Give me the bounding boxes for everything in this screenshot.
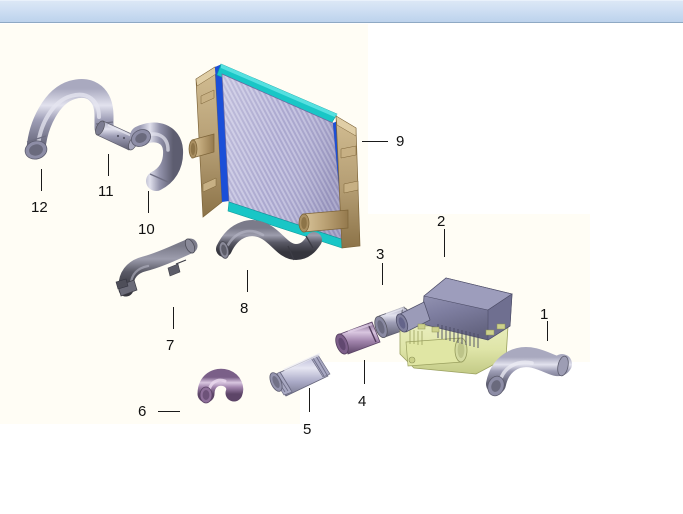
callout-label-5: 5 xyxy=(303,421,312,438)
part-11-connector-sleeve xyxy=(95,120,138,151)
page-tint-lower xyxy=(0,362,300,424)
part-1-air-intake-elbow-hose xyxy=(486,347,572,397)
part-12-long-curved-hose xyxy=(24,79,114,160)
callout-leader-7 xyxy=(173,307,174,329)
callout-label-1: 1 xyxy=(540,306,549,323)
callout-leader-11 xyxy=(108,154,109,176)
callout-leader-6 xyxy=(158,411,180,412)
callout-label-9: 9 xyxy=(396,133,405,150)
callout-label-6: 6 xyxy=(138,403,147,420)
intercooler-right-port xyxy=(298,209,349,233)
callout-leader-1 xyxy=(547,321,548,341)
part-4-intake-adapter-cuff xyxy=(335,321,381,355)
intercooler-left-port xyxy=(188,133,215,159)
callout-leader-2 xyxy=(444,229,445,257)
callout-label-8: 8 xyxy=(240,300,249,317)
part-6-small-elbow-connector xyxy=(197,368,244,404)
callout-leader-4 xyxy=(364,360,365,384)
callout-leader-10 xyxy=(148,191,149,213)
callout-leader-9 xyxy=(362,141,388,142)
callout-label-10: 10 xyxy=(138,221,155,238)
parts-artwork xyxy=(24,63,572,404)
callout-leader-12 xyxy=(41,169,42,191)
part-5-tapered-intake-tube xyxy=(269,352,331,397)
parts-diagram-canvas: 1 2 3 4 5 6 7 8 9 10 11 12 xyxy=(0,24,683,514)
callout-leader-5 xyxy=(309,388,310,412)
part-8-upper-charge-hose xyxy=(216,220,322,261)
part-9-intercooler-core xyxy=(188,63,361,249)
callout-label-4: 4 xyxy=(358,393,367,410)
chrome-highlight-line xyxy=(0,0,683,1)
callout-leader-3 xyxy=(382,263,383,285)
callout-leader-8 xyxy=(247,270,248,292)
callout-label-2: 2 xyxy=(437,213,446,230)
part-7-lower-charge-pipe xyxy=(115,238,198,297)
part-10-short-bend-hose xyxy=(130,122,184,191)
callout-label-7: 7 xyxy=(166,337,175,354)
part-2-air-filter-housing xyxy=(395,277,513,375)
window-chrome-bar xyxy=(0,0,683,23)
callout-label-3: 3 xyxy=(376,246,385,263)
callout-label-11: 11 xyxy=(98,183,114,200)
callout-label-12: 12 xyxy=(31,199,48,216)
